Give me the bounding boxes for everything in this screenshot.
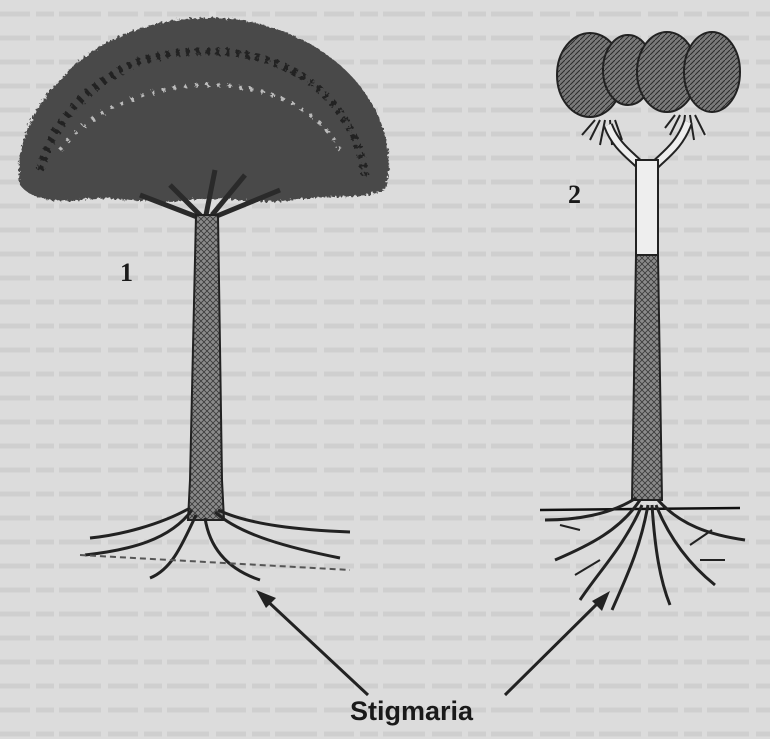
label-stigmaria: Stigmaria	[350, 696, 473, 727]
tree-2-upper-trunk	[636, 160, 658, 255]
tree-2-cones	[557, 32, 740, 117]
label-tree-1: 1	[120, 258, 133, 288]
tree-2-lower-trunk	[632, 255, 662, 500]
label-tree-2: 2	[568, 180, 581, 210]
